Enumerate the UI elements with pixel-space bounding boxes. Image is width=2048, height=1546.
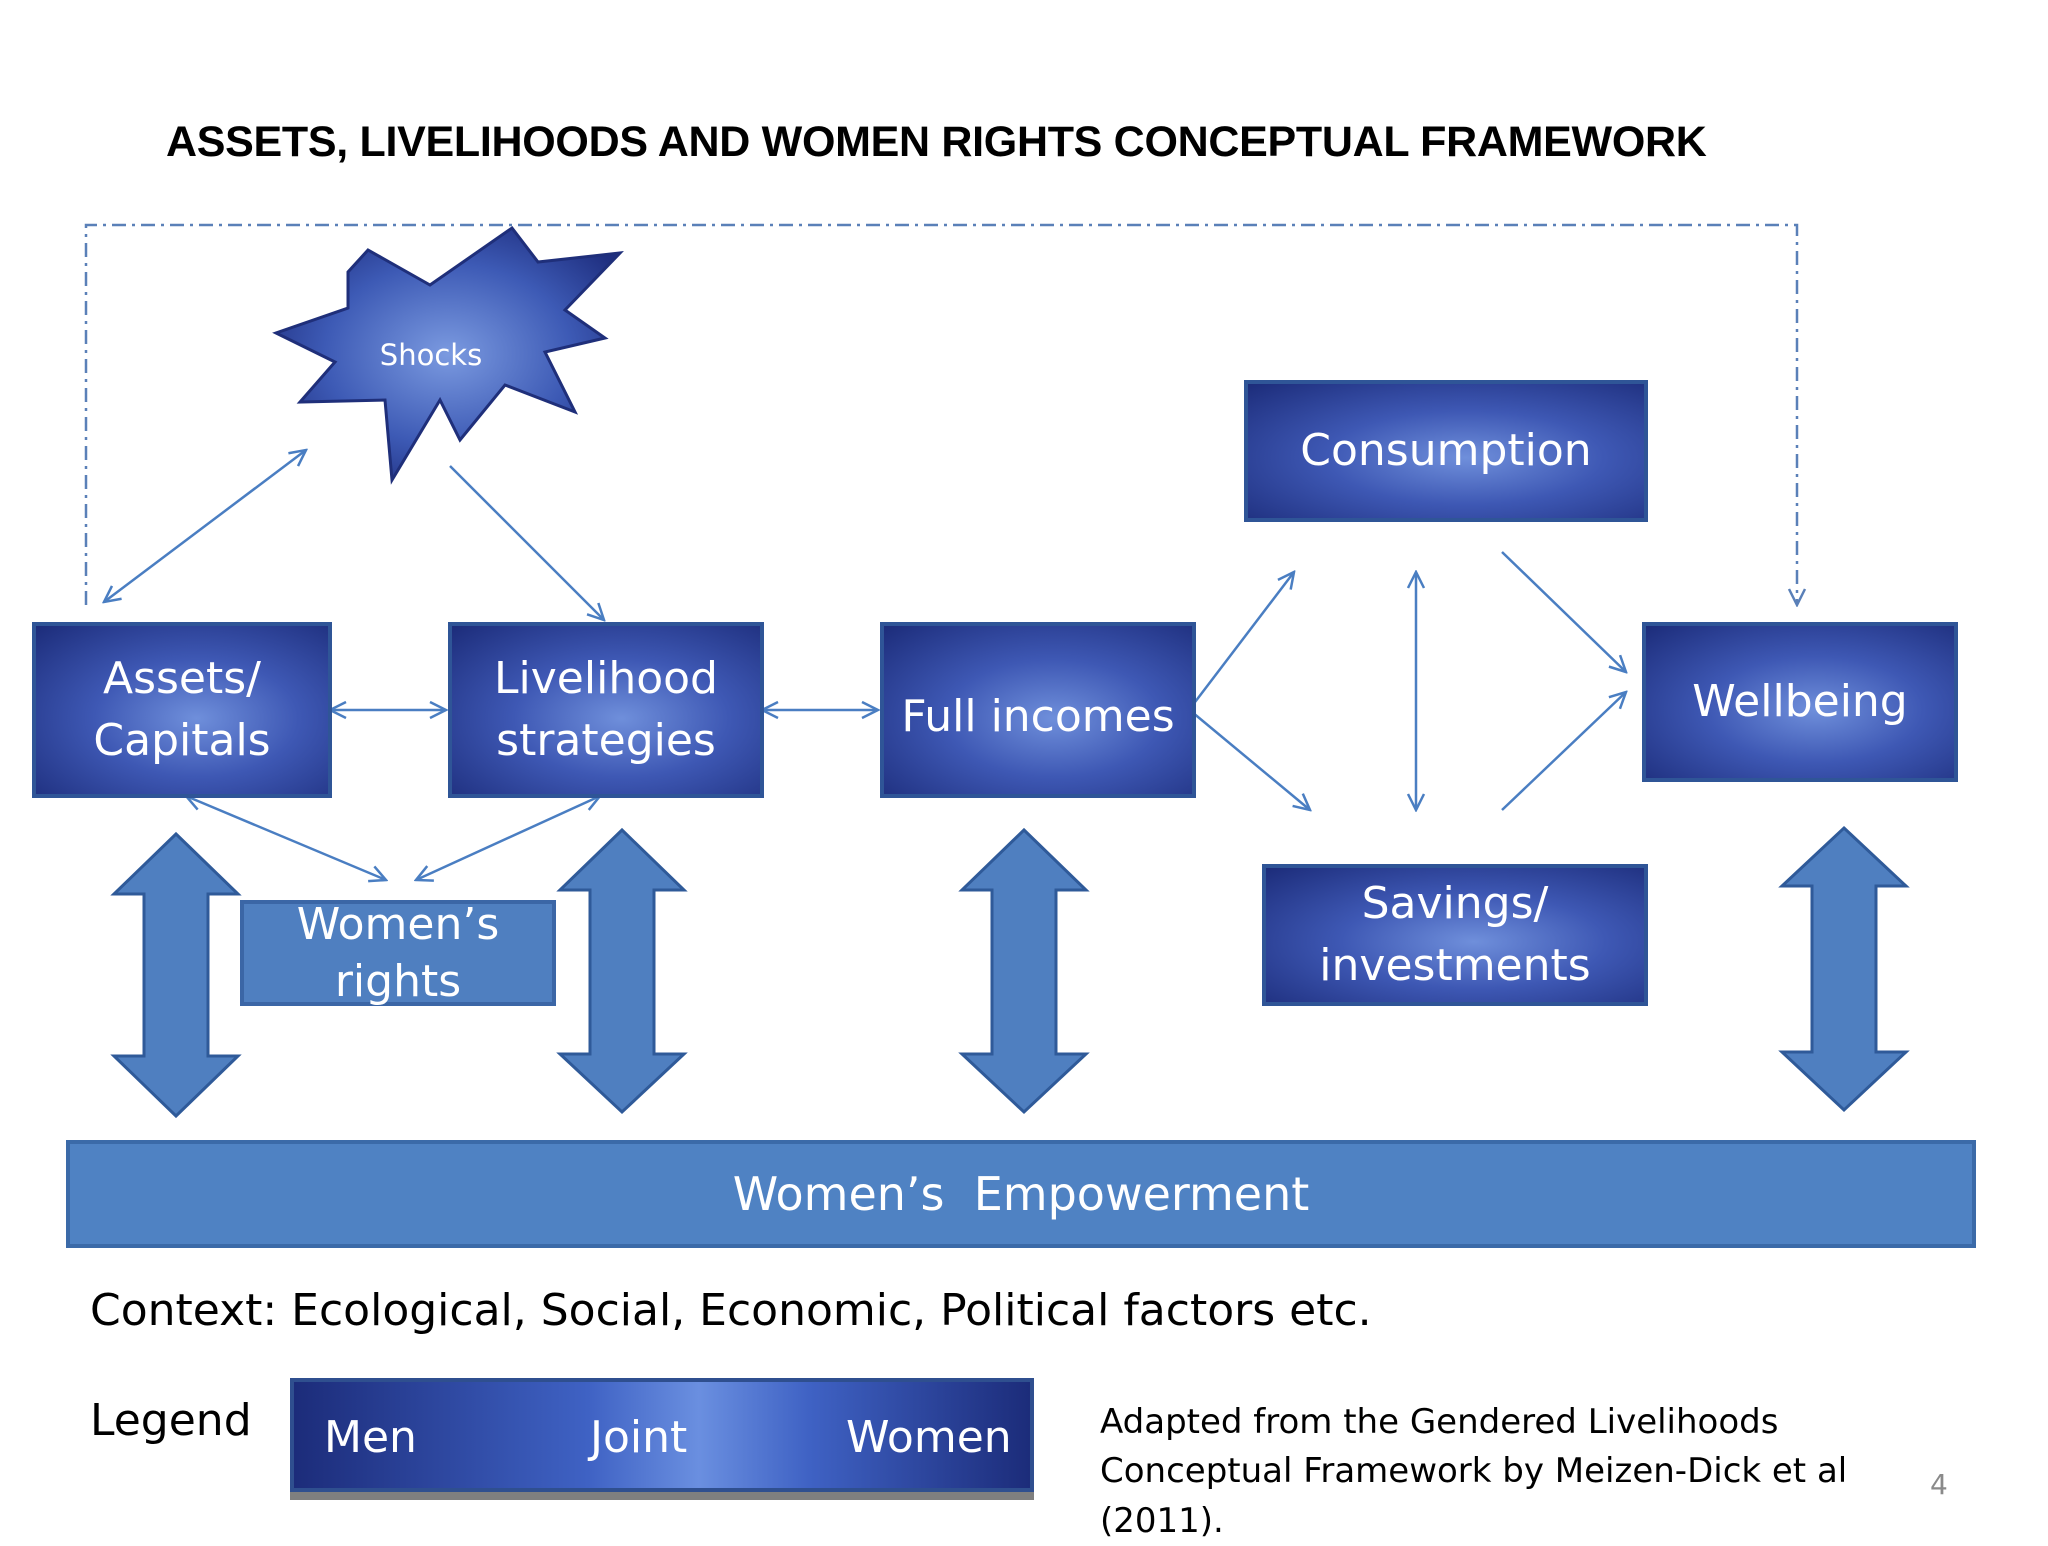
arrow-consumption-wellbeing <box>1501 551 1626 672</box>
block-arrow-assets <box>110 831 242 1119</box>
consumption-box: Consumption <box>1244 380 1648 522</box>
block-arrow-livelihood <box>556 827 688 1115</box>
womens-rights-box: Women’s rights <box>240 899 556 1007</box>
source-citation: Adapted from the Gendered Livelihoods Co… <box>1100 1402 1848 1541</box>
full-incomes-box: Full incomes <box>880 622 1196 798</box>
block-arrow-wellbeing <box>1778 825 1910 1113</box>
livelihood-strategies-box: Livelihood strategies <box>448 622 764 798</box>
arrow-savings-wellbeing <box>1501 692 1626 811</box>
page-number: 4 <box>1930 1468 1948 1501</box>
legend-item-men: Men <box>324 1412 417 1463</box>
savings-investments-box: Savings/ investments <box>1262 864 1648 1006</box>
arrow-shocks-livelihood <box>449 465 604 620</box>
arrow-incomes-consumption <box>1191 572 1294 707</box>
legend-item-women: Women <box>846 1412 1012 1463</box>
womens-empowerment-bar: Women’s Empowerment <box>66 1140 1976 1248</box>
arrow-assets-shocks <box>104 450 306 602</box>
shocks-label: Shocks <box>379 338 483 372</box>
context-note: Context: Ecological, Social, Economic, P… <box>90 1285 1372 1336</box>
arrow-assets-rights <box>186 796 386 880</box>
arrow-livelihood-rights <box>416 796 600 880</box>
legend-item-joint: Joint <box>590 1412 688 1463</box>
arrow-incomes-savings <box>1191 711 1310 810</box>
legend-label: Legend <box>90 1395 252 1446</box>
page-title: ASSETS, LIVELIHOODS AND WOMEN RIGHTS CON… <box>166 118 1707 166</box>
assets-capitals-box: Assets/ Capitals <box>32 622 332 798</box>
legend-gradient-bar: Men Joint Women <box>290 1378 1034 1492</box>
shocks-star <box>272 225 624 485</box>
block-arrow-incomes <box>958 827 1090 1115</box>
wellbeing-box: Wellbeing <box>1642 622 1958 782</box>
